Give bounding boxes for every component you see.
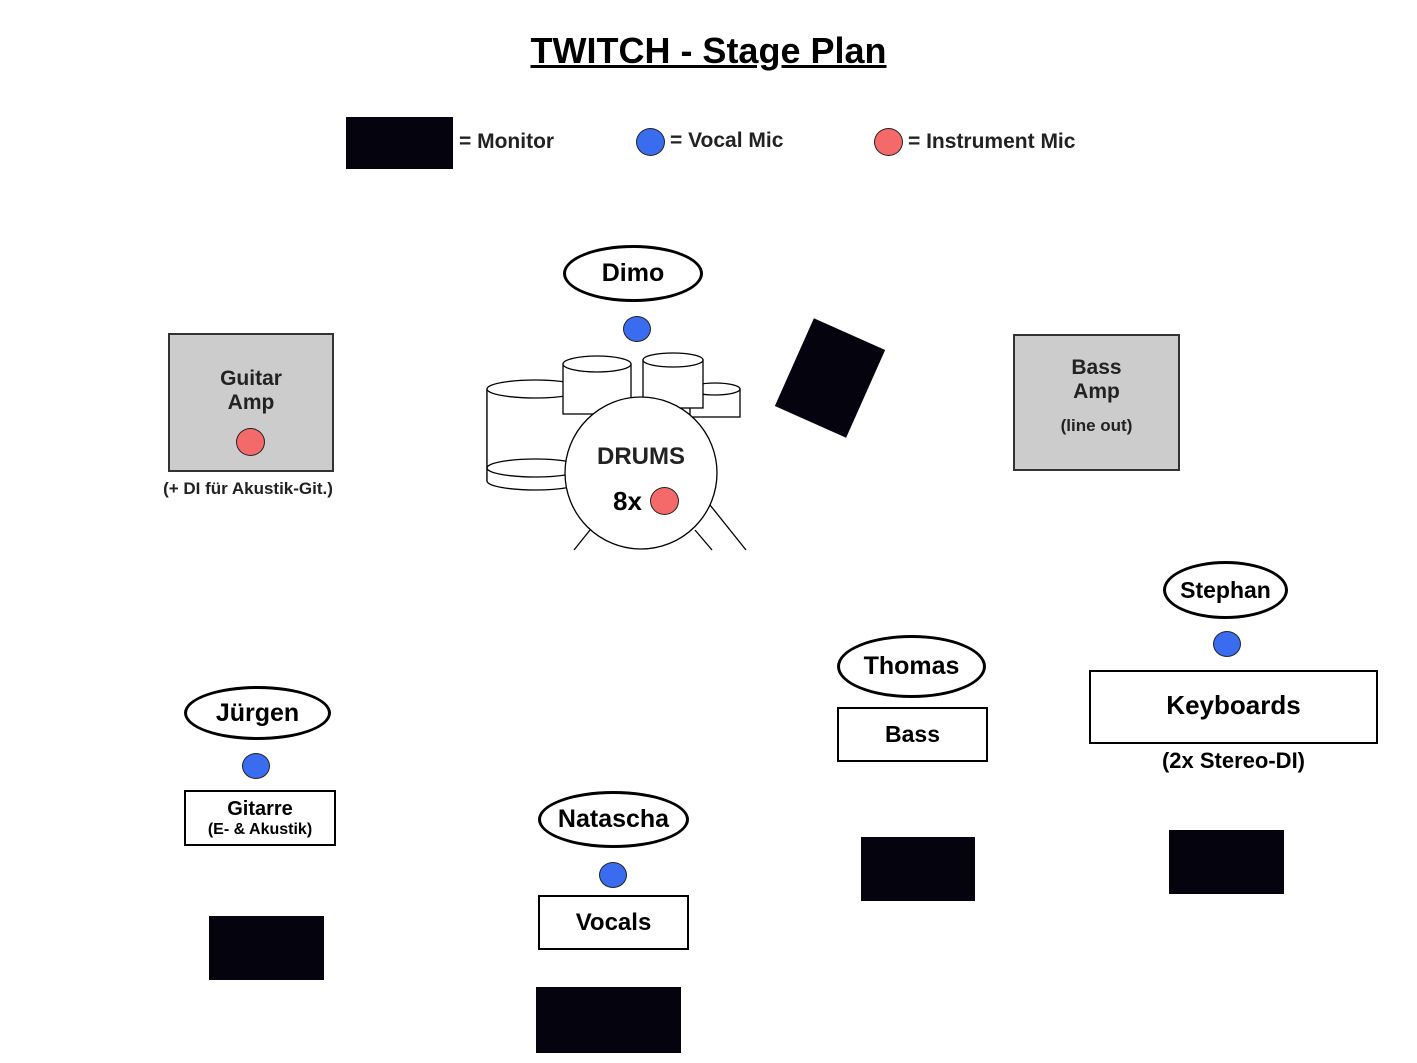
juergen-monitor xyxy=(209,916,324,980)
musician-natascha-label: Natascha xyxy=(538,791,689,848)
stephan-vocal-mic-icon xyxy=(1213,631,1241,657)
natascha-instrument-box: Vocals xyxy=(538,895,689,950)
musician-dimo-label: Dimo xyxy=(563,245,703,302)
drums-label: DRUMS xyxy=(597,443,685,470)
drums-instrument-mic-icon xyxy=(650,487,679,515)
natascha-vocal-mic-icon xyxy=(599,862,627,888)
thomas-monitor xyxy=(861,837,975,901)
juergen-instrument-detail: (E- & Akustik) xyxy=(207,820,313,838)
legend-instrument-mic-icon xyxy=(874,128,903,156)
dimo-vocal-mic-icon xyxy=(623,316,651,342)
natascha-monitor xyxy=(536,987,681,1053)
page-title: TWITCH - Stage Plan xyxy=(530,30,887,71)
bass-amp: Bass Amp (line out) xyxy=(1013,334,1180,471)
legend-vocal-mic-label: = Vocal Mic xyxy=(670,129,784,152)
musician-stephan-label: Stephan xyxy=(1163,561,1288,619)
guitar-amp: Guitar Amp xyxy=(168,333,334,472)
legend-monitor-label: = Monitor xyxy=(459,130,555,153)
juergen-instrument: Gitarre xyxy=(227,797,293,820)
guitar-amp-instrument-mic-icon xyxy=(236,428,265,456)
guitar-amp-label-2: Amp xyxy=(227,391,275,414)
bass-amp-label-2: Amp xyxy=(1073,380,1120,403)
guitar-amp-label-1: Guitar xyxy=(220,367,282,390)
drums-mic-count: 8x xyxy=(613,486,642,516)
thomas-instrument-box: Bass xyxy=(837,707,988,762)
bass-amp-label-1: Bass xyxy=(1071,356,1122,379)
thomas-instrument: Bass xyxy=(885,721,940,747)
bass-amp-label-3: (line out) xyxy=(1060,416,1133,435)
juergen-instrument-box: Gitarre (E- & Akustik) xyxy=(184,790,336,846)
musician-thomas-label: Thomas xyxy=(837,635,986,698)
legend-monitor-swatch xyxy=(346,117,453,169)
legend-instrument-mic-label: = Instrument Mic xyxy=(908,130,1076,153)
legend-vocal-mic-icon xyxy=(636,128,665,156)
natascha-instrument: Vocals xyxy=(575,908,652,936)
stephan-instrument-box: Keyboards xyxy=(1089,670,1378,744)
musician-juergen-label: Jürgen xyxy=(184,686,331,740)
guitar-amp-note: (+ DI für Akustik-Git.) xyxy=(163,479,333,498)
stephan-instrument: Keyboards xyxy=(1166,689,1301,720)
juergen-vocal-mic-icon xyxy=(242,753,270,779)
stephan-instrument-note: (2x Stereo-DI) xyxy=(1161,748,1306,773)
stephan-monitor xyxy=(1169,830,1284,894)
